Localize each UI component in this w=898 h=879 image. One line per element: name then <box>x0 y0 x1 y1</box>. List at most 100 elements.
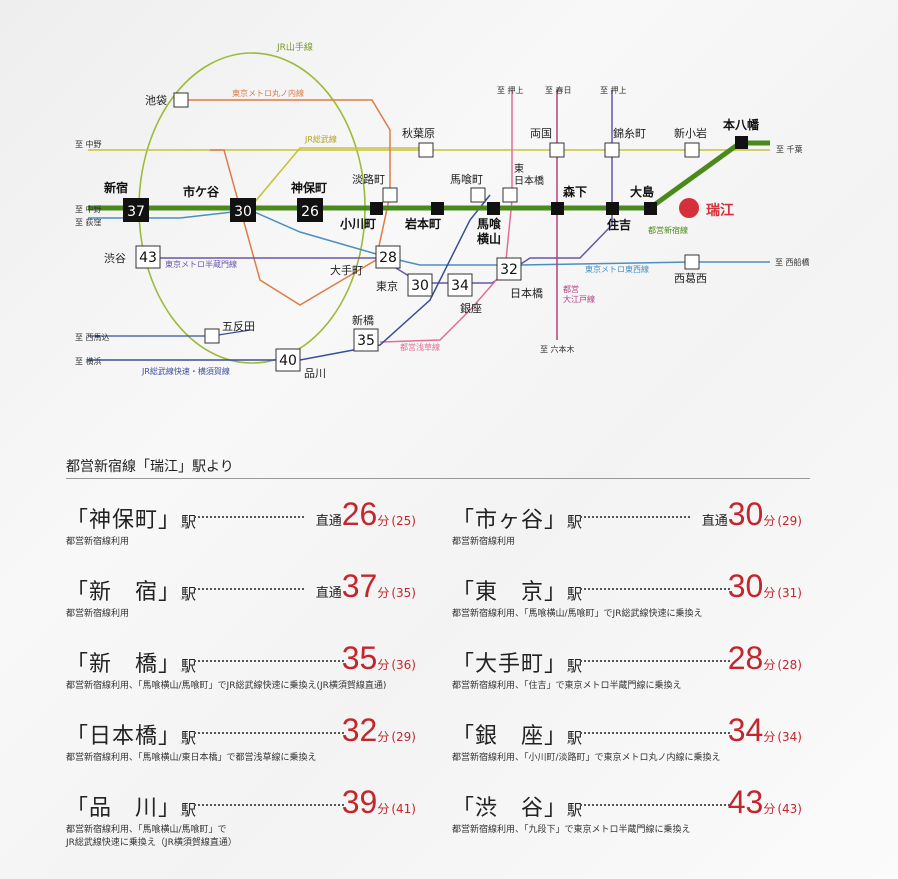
entry-station: 「新 橋」駅 <box>66 652 198 677</box>
station-marker-ryogoku <box>549 142 565 158</box>
dir-chiba: 至 千葉 <box>776 144 803 154</box>
entry-shinagawa: 「品 川」駅 39分(41) 都営新宿線利用、「馬喰横山/馬喰町」で JR総武線… <box>66 784 416 850</box>
station-shibuya: 渋谷 <box>104 252 126 265</box>
station-marker-akihabara <box>418 142 434 158</box>
entry-note: 都営新宿線利用 <box>66 537 130 547</box>
dir-roppongi: 至 六本木 <box>540 344 575 354</box>
badge-jimbocho-num: 26 <box>301 204 319 220</box>
station-marker-iwamotocho <box>431 202 444 215</box>
station-marker-awajicho <box>382 187 398 203</box>
station-marker-bakurocho <box>470 187 486 203</box>
dotted-leader <box>580 588 730 590</box>
entry-otemachi: 「大手町」駅 28分(28) 都営新宿線利用、「住吉」で東京メトロ半蔵門線に乗換… <box>452 640 802 706</box>
dotted-leader <box>580 804 730 806</box>
station-marker-kinshicho <box>604 142 620 158</box>
entry-time: 28分(28) <box>727 640 802 676</box>
entry-station: 「東 京」駅 <box>452 580 584 605</box>
label-yokosuka: JR総武線快速・横須賀線 <box>141 366 230 376</box>
station-jimbocho: 神保町 <box>291 180 327 195</box>
station-ichigaya: 市ケ谷 <box>183 184 220 199</box>
entry-note: 都営新宿線利用 <box>66 609 130 619</box>
dotted-leader <box>194 660 344 662</box>
station-sumiyoshi: 住吉 <box>607 217 631 232</box>
dir-nishifunabashi: 至 西船橋 <box>775 257 810 267</box>
label-shinjuku: 都営新宿線 <box>648 225 688 235</box>
shinjuku-line <box>88 140 770 211</box>
badge-ginza <box>447 273 473 297</box>
station-shinagawa: 品川 <box>304 367 326 380</box>
label-marunouchi: 東京メトロ丸ノ内線 <box>232 88 304 98</box>
station-marker-gotanda <box>204 328 220 344</box>
dir-oshiage2: 至 押上 <box>600 85 627 95</box>
entry-time: 直通37分(35) <box>315 568 416 604</box>
entry-time: 39分(41) <box>341 784 416 820</box>
badge-jimbocho <box>297 198 323 222</box>
station-otemachi: 大手町 <box>330 263 363 277</box>
station-ojima: 大島 <box>630 184 654 199</box>
entry-time: 43分(43) <box>727 784 802 820</box>
badge-shimbashi-num: 35 <box>357 333 375 349</box>
dotted-leader <box>194 516 304 518</box>
badge-nihombashi-num: 32 <box>500 262 518 278</box>
dotted-leader <box>194 732 344 734</box>
station-ikebukuro: 池袋 <box>145 93 167 107</box>
station-bakuroyokoyama-1: 馬喰 <box>477 216 501 231</box>
station-iwamotocho: 岩本町 <box>404 216 441 231</box>
station-marker-shinkoiwa <box>684 142 700 158</box>
station-marker-higashinihombashi <box>502 187 518 203</box>
yokosuka-line <box>88 194 491 361</box>
station-ginza: 銀座 <box>460 301 482 315</box>
badge-shibuya <box>135 245 161 269</box>
entry-time: 35分(36) <box>341 640 416 676</box>
entry-shibuya: 「渋 谷」駅 43分(43) 都営新宿線利用、「九段下」で東京メトロ半蔵門線に乗… <box>452 784 802 850</box>
badge-shinagawa <box>275 348 301 372</box>
station-marker-ogawamachi <box>370 202 383 215</box>
entry-note: 都営新宿線利用、「馬喰横山/馬喰町」で JR総武線快速に乗換え（JR横須賀線直通… <box>66 825 237 848</box>
dotted-leader <box>580 660 730 662</box>
entry-station: 「神保町」駅 <box>66 508 198 533</box>
entry-note: 都営新宿線利用、「住吉」で東京メトロ半蔵門線に乗換え <box>452 681 682 691</box>
label-oedo-2: 大江戸線 <box>563 294 595 304</box>
dir-nakano2: 至 中野 <box>75 204 102 214</box>
station-bakurocho: 馬喰町 <box>450 172 483 186</box>
station-shimbashi: 新橋 <box>352 313 374 327</box>
label-hanzomon: 東京メトロ半蔵門線 <box>165 259 237 269</box>
dotted-leader <box>194 588 304 590</box>
entry-note: 都営新宿線利用、「小川町/淡路町」で東京メトロ丸ノ内線に乗換え <box>452 753 721 763</box>
entry-tokyo: 「東 京」駅 30分(31) 都営新宿線利用、「馬喰横山/馬喰町」でJR総武線快… <box>452 568 802 634</box>
badge-nihombashi <box>496 257 522 281</box>
station-marker-morishita <box>551 202 564 215</box>
entry-shimbashi: 「新 橋」駅 35分(36) 都営新宿線利用、「馬喰横山/馬喰町」でJR総武線快… <box>66 640 416 706</box>
entry-note: 都営新宿線利用、「馬喰横山/馬喰町」でJR総武線快速に乗換え <box>452 609 703 619</box>
section-rule <box>66 478 810 479</box>
station-gotanda: 五反田 <box>222 320 255 333</box>
dir-yokohama: 至 横浜 <box>75 356 102 366</box>
dotted-leader <box>580 732 730 734</box>
station-morishita: 森下 <box>563 184 587 199</box>
station-shinkoiwa: 新小岩 <box>674 126 707 140</box>
badge-shinagawa-num: 40 <box>279 353 297 369</box>
tozai-line <box>88 209 770 266</box>
dir-oshiage1: 至 押上 <box>497 85 524 95</box>
station-akihabara: 秋葉原 <box>402 126 435 140</box>
badge-otemachi <box>375 245 401 269</box>
badge-shinjuku-num: 37 <box>127 204 145 220</box>
station-marker-sumiyoshi <box>606 202 619 215</box>
badge-otemachi-num: 28 <box>379 250 397 266</box>
badge-ginza-num: 34 <box>451 278 469 294</box>
entry-station: 「渋 谷」駅 <box>452 796 584 821</box>
dir-ogikubo: 至 荻窪 <box>75 217 102 227</box>
label-yamanote: JR山手線 <box>276 41 313 53</box>
label-tozai: 東京メトロ東西線 <box>585 264 649 274</box>
dir-nishimagome: 至 西馬込 <box>75 333 110 342</box>
entry-ginza: 「銀 座」駅 34分(34) 都営新宿線利用、「小川町/淡路町」で東京メトロ丸ノ… <box>452 712 802 778</box>
station-tokyo: 東京 <box>376 279 398 293</box>
asakusa-line <box>379 90 513 343</box>
station-higashinihombashi-2: 日本橋 <box>514 174 544 187</box>
station-motoyawata: 本八幡 <box>723 117 760 132</box>
entry-station: 「品 川」駅 <box>66 796 198 821</box>
entry-time: 34分(34) <box>727 712 802 748</box>
entry-note: 都営新宿線利用、「馬喰横山/馬喰町」でJR総武線快速に乗換え(JR横須賀線直通) <box>66 681 387 691</box>
label-oedo-1: 都営 <box>563 284 579 294</box>
station-nihombashi: 日本橋 <box>510 286 543 300</box>
